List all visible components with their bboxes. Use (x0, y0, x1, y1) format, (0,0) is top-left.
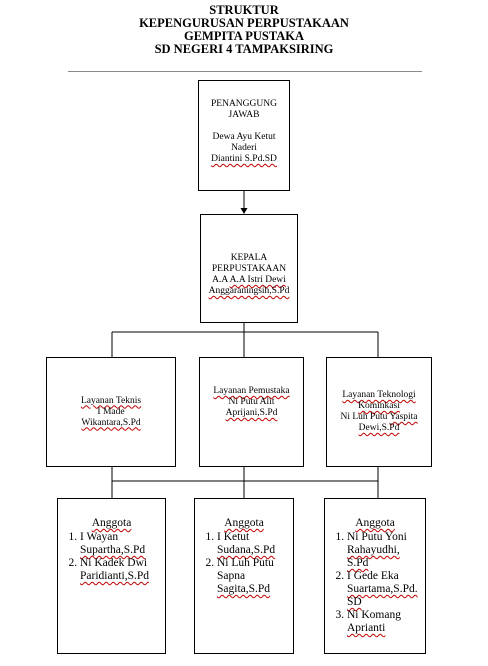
head-name-line-2: Anggaraningsih,S.Pd (208, 286, 290, 296)
list-item: Ni Luh Putu Sapna Sagita,S.Pd (217, 557, 289, 596)
node-kepala-perpustakaan: KEPALA PERPUSTAKAAN A.A A.A Istri Dewi A… (200, 214, 298, 323)
node-penanggung-jawab: PENANGGUNG JAWAB Dewa Ayu Ketut Naderi D… (198, 80, 290, 191)
member-3-list: Ni Putu Yoni Rahayudhi, S.Pd I Gede Eka … (329, 531, 421, 635)
service-2-name-1: Ni Putu Alit (228, 397, 275, 407)
top-name-line-1: Dewa Ayu Ketut (212, 132, 276, 142)
service-1-name-1: I Made (97, 406, 125, 417)
list-item: Ni Kadek Dwi Paridianti,S.Pd (80, 557, 161, 583)
service-3-name-1: Kominkasi (358, 401, 400, 411)
node-anggota-3: Anggota Ni Putu Yoni Rahayudhi, S.Pd I G… (324, 498, 426, 654)
connector-arrowhead (240, 208, 248, 214)
list-item: I Wayan Supartha,S.Pd (80, 531, 161, 557)
title-line-3: GEMPITA PUSTAKA (183, 29, 305, 43)
list-item: Ni Putu Yoni Rahayudhi, S.Pd (347, 531, 421, 570)
title-line-4: SD NEGERI 4 TAMPAKSIRING (154, 42, 334, 56)
top-name-line-3: Diantini S.Pd.SD (211, 154, 277, 164)
list-item: Ni Komang Aprianti (347, 609, 421, 635)
top-role-line-2: JAWAB (228, 110, 260, 120)
head-name-line-1: A.A A.A Istri Dewi (212, 275, 286, 285)
node-layanan-teknologi: Layanan Teknologi Kominkasi Ni Luh Putu … (326, 357, 432, 467)
service-1-name-2: Wikantara,S.Pd (81, 417, 141, 428)
service-1-role: Layanan Teknis (80, 395, 142, 406)
service-3-name-2: Ni Luh Putu Yaspita (340, 412, 418, 422)
title-line-2: KEPENGURUSAN PERPUSTAKAAN (139, 16, 349, 30)
head-name-word: A.A Istri Dewi (229, 275, 286, 285)
title-divider (68, 71, 422, 72)
node-layanan-pemustaka: Layanan Pemustaka Ni Putu Alit Aprijani,… (199, 357, 304, 467)
service-3-name-word: Yaspita (389, 412, 418, 422)
top-role-line-1: PENANGGUNG (211, 99, 277, 109)
document-title: STRUKTUR KEPENGURUSAN PERPUSTAKAAN GEMPI… (0, 4, 488, 56)
member-1-list: I Wayan Supartha,S.Pd Ni Kadek Dwi Parid… (62, 531, 161, 583)
list-item: I Gede Eka Suartama,S.Pd. SD (347, 570, 421, 609)
member-3-heading: Anggota (355, 517, 395, 529)
member-2-list: I Ketut Sudana,S.Pd Ni Luh Putu Sapna Sa… (199, 531, 289, 596)
service-2-name-2: Aprijani,S.Pd (225, 408, 278, 418)
title-line-1: STRUKTUR (209, 3, 279, 17)
service-3-role: Layanan Teknologi (342, 390, 416, 400)
member-2-heading: Anggota (224, 517, 264, 529)
head-role-line-2: PERPUSTAKAAN (211, 264, 287, 274)
top-name-line-2: Naderi (231, 143, 257, 153)
service-2-role: Layanan Pemustaka (213, 386, 290, 396)
list-item: I Ketut Sudana,S.Pd (217, 531, 289, 557)
node-anggota-2: Anggota I Ketut Sudana,S.Pd Ni Luh Putu … (194, 498, 294, 654)
node-anggota-1: Anggota I Wayan Supartha,S.Pd Ni Kadek D… (57, 498, 166, 654)
service-3-name-3: Dewi,S.Pd (358, 423, 400, 433)
member-1-heading: Anggota (91, 517, 132, 529)
head-role-line-1: KEPALA (230, 253, 268, 263)
node-layanan-teknis: Layanan Teknis I Made Wikantara,S.Pd (46, 357, 176, 467)
